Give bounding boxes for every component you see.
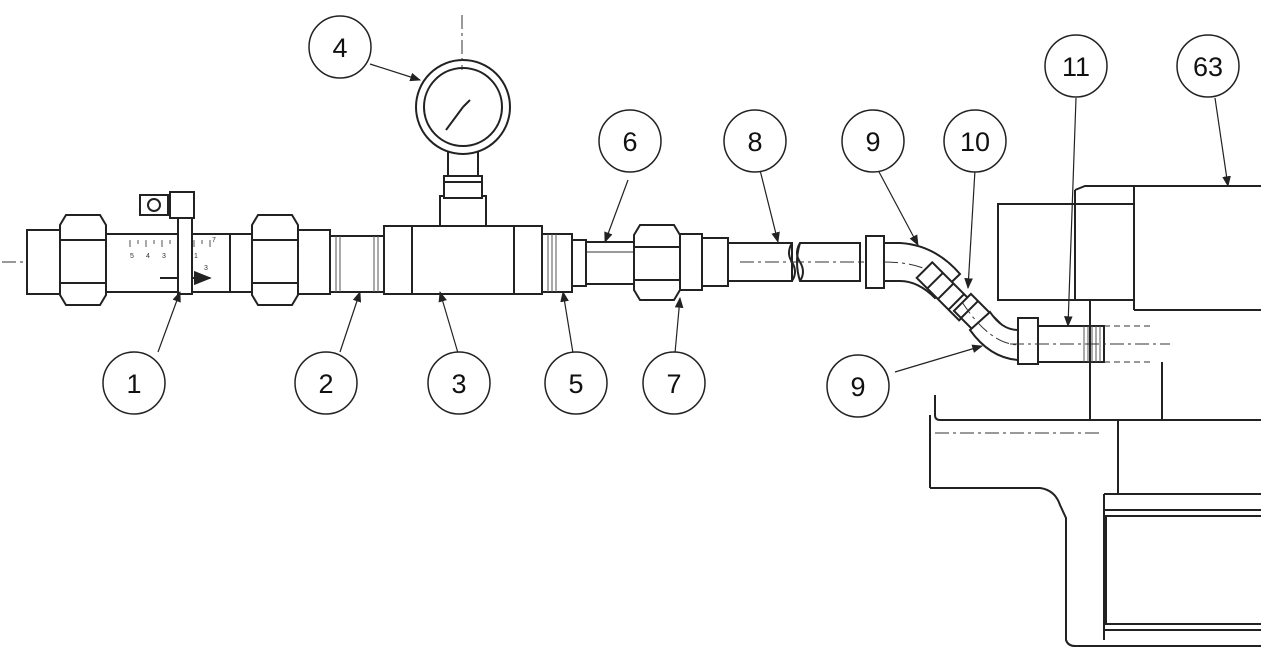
callout-63-label: 63 <box>1193 52 1223 82</box>
pump-housing <box>929 185 1261 647</box>
callout-6: 6 <box>598 109 662 173</box>
callout-9-lower: 9 <box>826 354 890 418</box>
callout-8: 8 <box>723 109 787 173</box>
flowmeter-scale-label: 1 <box>194 253 198 260</box>
callout-2-label: 2 <box>318 369 333 399</box>
union-nut <box>633 224 729 301</box>
callout-10-label: 10 <box>960 127 990 157</box>
callout-11-label: 11 <box>1062 52 1090 82</box>
flowmeter-scale-label: 7 <box>212 237 216 244</box>
callout-4: 4 <box>308 15 372 79</box>
callout-10: 10 <box>943 109 1007 173</box>
flowmeter-scale-label: 5 <box>130 253 134 260</box>
flowmeter-scale-label: 3 <box>204 265 208 272</box>
pressure-gauge <box>415 15 511 155</box>
callout-2: 2 <box>294 351 358 415</box>
callout-7-label: 7 <box>666 369 681 399</box>
flowmeter-scale-label: 3 <box>162 253 166 260</box>
callout-8-label: 8 <box>747 127 762 157</box>
callout-6-label: 6 <box>622 127 637 157</box>
hose <box>727 242 861 282</box>
callout-3: 3 <box>427 351 491 415</box>
leader-lines <box>157 63 1231 373</box>
callout-1-label: 1 <box>126 369 141 399</box>
union-coupling <box>229 214 385 306</box>
callout-9-upper: 9 <box>841 109 905 173</box>
flowmeter-scale-label: 4 <box>146 253 150 260</box>
callout-5: 5 <box>544 351 608 415</box>
callout-3-label: 3 <box>451 369 466 399</box>
coupling-and-nipple <box>541 233 635 293</box>
flowmeter: 5 4 3 2 1 3 7 <box>26 191 257 306</box>
callout-7: 7 <box>642 351 706 415</box>
callout-4-label: 4 <box>332 33 347 63</box>
callout-9-lower-label: 9 <box>850 372 865 402</box>
tee-fitting <box>383 147 543 295</box>
callout-1: 1 <box>102 351 166 415</box>
callout-11: 11 <box>1044 34 1108 98</box>
callout-9-upper-label: 9 <box>865 127 880 157</box>
callout-5-label: 5 <box>568 369 583 399</box>
callout-63: 63 <box>1176 34 1240 98</box>
